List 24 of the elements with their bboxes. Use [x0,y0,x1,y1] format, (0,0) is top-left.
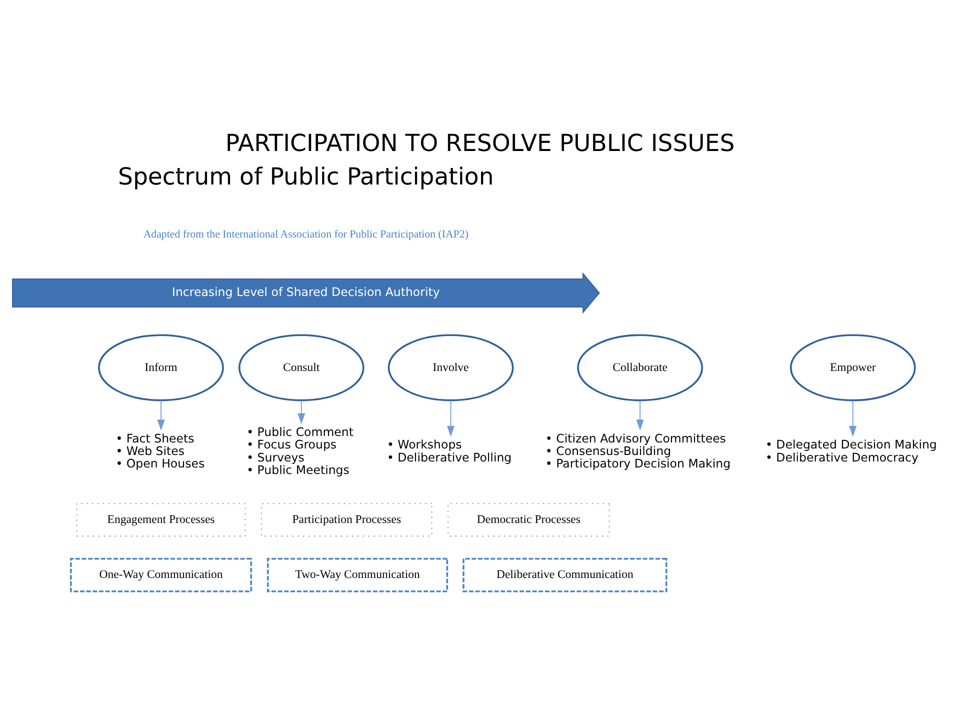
node-text: • Citizen Advisory Committees • Consensus-Building • Participatory Decision Making [545,430,731,470]
arrow [446,400,455,436]
node-box: Two-Way Communication [266,557,448,592]
node-ellipse: Collaborate [577,334,703,401]
label: Adapted from the International Association for Public Participation (IAP2) [143,228,468,240]
node-box: Deliberative Communication [462,557,668,592]
diagram-title: PARTICIPATION TO RESOLVE PUBLIC ISSUES [225,128,735,157]
arrow [636,400,644,430]
arrow [298,400,306,424]
node-text: • Public Comment • Focus Groups • Surveys • Public Meetings [246,424,354,477]
node-text: • Delegated Decision Making • Deliberative Democracy [765,437,937,464]
arrow [849,400,857,436]
node-ellipse: Empower [790,334,916,401]
node-text: • Fact Sheets • Web Sites • Open Houses [116,430,205,470]
node-box: Engagement Processes [76,502,246,536]
node-ellipse: Consult [238,334,364,401]
node-box: Democratic Processes [448,502,610,536]
node-box: One-Way Communication [70,557,252,592]
arrow [157,400,165,430]
node-box: Participation Processes [261,502,432,536]
node-text: • Workshops • Deliberative Polling [386,437,512,464]
node-ellipse: Involve [388,334,514,401]
node-ellipse: Inform [98,334,224,401]
label: Spectrum of Public Participation [118,162,494,190]
